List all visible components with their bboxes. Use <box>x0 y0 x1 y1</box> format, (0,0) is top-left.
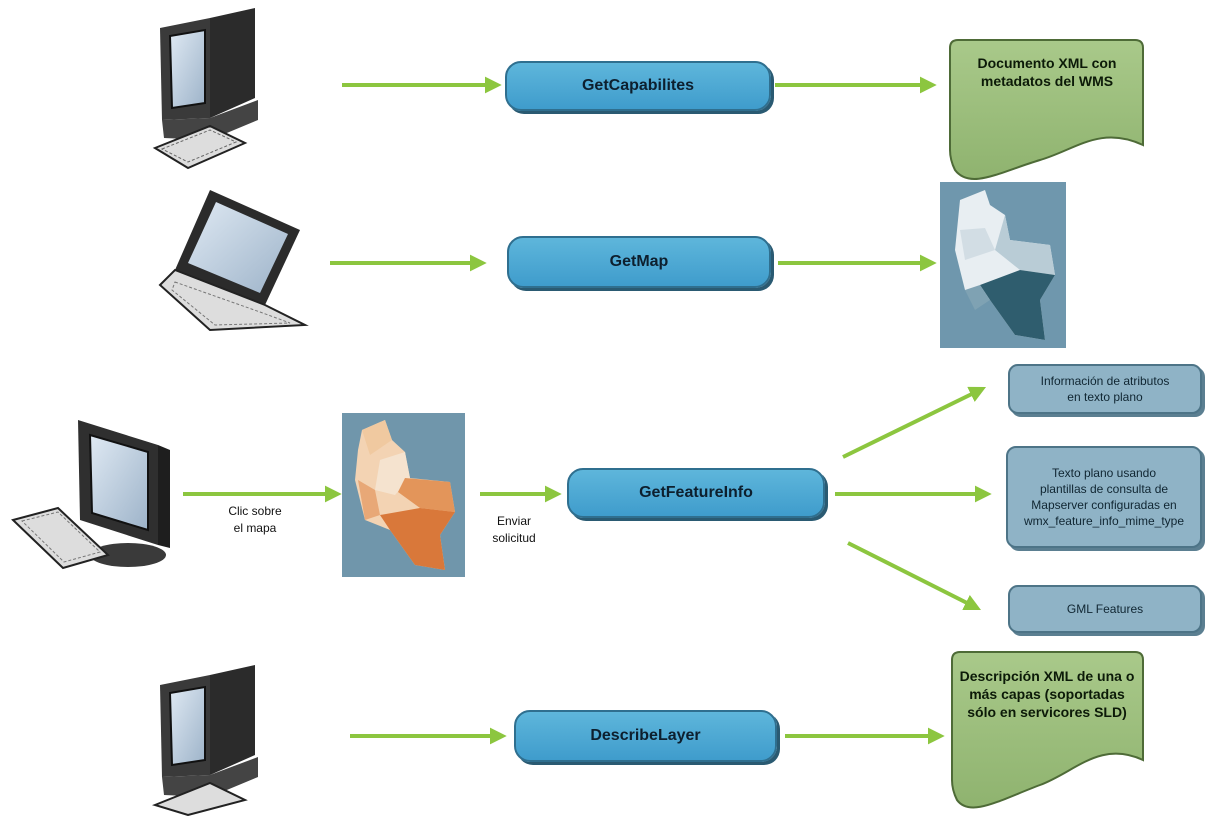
text-line: Texto plano usando <box>1051 466 1157 480</box>
text-line: solicitud <box>492 531 536 545</box>
text-line: Mapserver configuradas en <box>1031 498 1177 512</box>
text-line: wmx_feature_info_mime_type <box>1023 514 1185 528</box>
xml-document-shape <box>949 39 1144 180</box>
text-line: en texto plano <box>1067 390 1143 404</box>
arrow <box>847 541 982 611</box>
text-line: Descripción XML de una o <box>959 668 1135 684</box>
text-line: sólo en servicores SLD) <box>967 704 1127 720</box>
desktop-computer-icon <box>11 420 170 570</box>
click-map-label: Clic sobre el mapa <box>205 503 305 537</box>
capabilities-document-text: Documento XML con metadatos del WMS <box>952 54 1142 90</box>
get-capabilities-request: GetCapabilites <box>505 61 771 111</box>
gml-features-response: GML Features <box>1008 585 1202 633</box>
text-line: el mapa <box>233 521 277 535</box>
desktop-computer-icon <box>152 8 258 170</box>
text-line: Enviar <box>496 514 531 528</box>
describe-layer-request: DescribeLayer <box>514 710 777 762</box>
desktop-computer-icon <box>151 665 258 816</box>
arrow <box>842 386 987 459</box>
get-feature-info-request: GetFeatureInfo <box>567 468 825 518</box>
get-map-request: GetMap <box>507 236 771 288</box>
text-line: Información de atributos <box>1040 374 1170 388</box>
attributes-text-response: Información de atributos en texto plano <box>1008 364 1202 414</box>
text-line: Documento XML con <box>977 55 1117 71</box>
text-line: más capas (soportadas <box>969 686 1125 702</box>
text-line: plantillas de consulta de <box>1039 482 1169 496</box>
text-line: metadatos del WMS <box>980 73 1114 89</box>
map-image-blue <box>940 182 1066 348</box>
text-line: Clic sobre <box>228 504 282 518</box>
map-image-orange <box>342 413 465 577</box>
send-request-label: Enviar solicitud <box>478 513 550 547</box>
xml-document-shape <box>951 651 1144 809</box>
laptop-icon <box>158 190 309 332</box>
template-text-response: Texto plano usando plantillas de consult… <box>1006 446 1202 548</box>
describe-layer-document-text: Descripción XML de una o más capas (sopo… <box>948 667 1146 721</box>
